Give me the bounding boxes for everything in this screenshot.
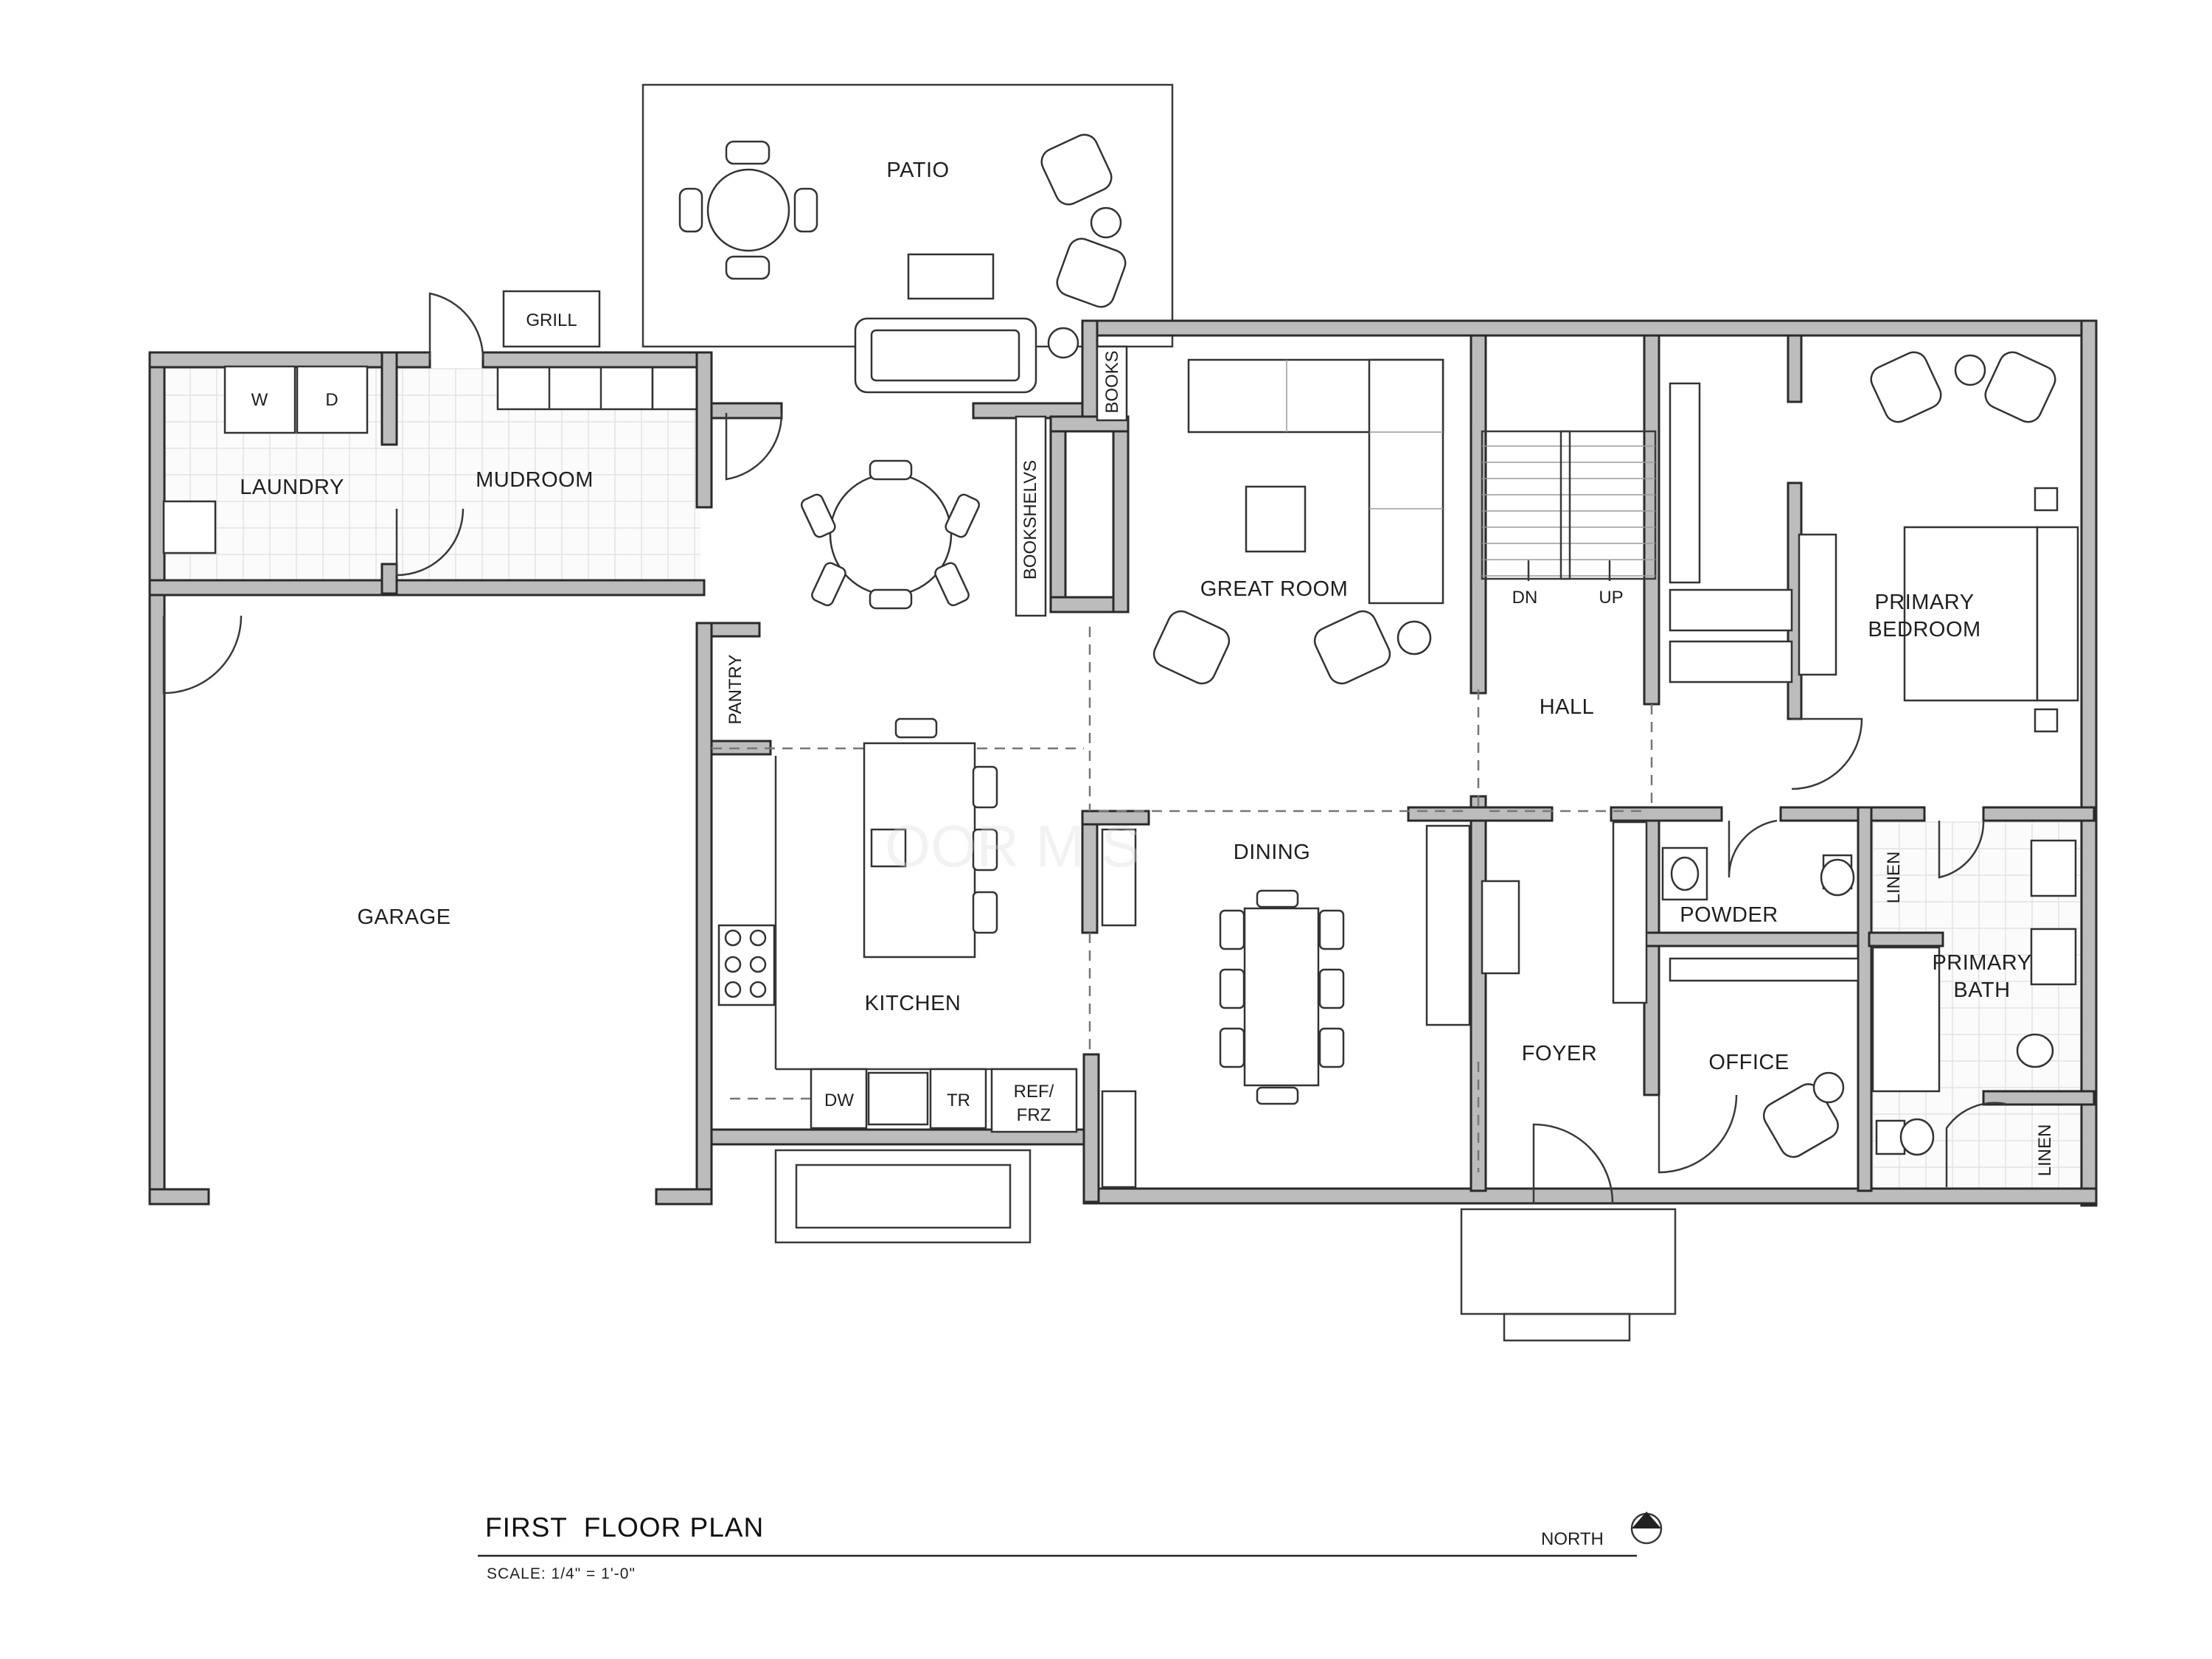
label-primary-bedroom-1: PRIMARY — [1874, 591, 1974, 614]
label-pantry: PANTRY — [726, 654, 745, 724]
label-up: UP — [1599, 588, 1623, 608]
label-laundry: LAUNDRY — [240, 476, 344, 499]
dining-chair — [1318, 909, 1345, 950]
breakfast-table — [800, 459, 981, 610]
label-primary-bedroom-2: BEDROOM — [1868, 618, 1980, 641]
label-dining: DINING — [1234, 841, 1311, 864]
hall-stair — [1481, 430, 1657, 581]
bath-fixtures — [1661, 839, 2077, 1156]
label-kitchen: KITCHEN — [865, 992, 961, 1015]
label-bookshelves: BOOKSHELVS — [1020, 460, 1040, 580]
label-ref-1: REF/ — [1014, 1082, 1054, 1102]
grill-counter — [496, 290, 698, 411]
label-office: OFFICE — [1708, 1051, 1789, 1074]
plan-scale: SCALE: 1/4" = 1'-0" — [487, 1565, 636, 1582]
label-great-room: GREAT ROOM — [1200, 577, 1349, 601]
label-tr: TR — [947, 1091, 970, 1110]
porches — [774, 1149, 1677, 1342]
exterior-walls — [148, 319, 2098, 1207]
dining-chair — [1318, 1027, 1345, 1068]
patio-area — [641, 83, 1174, 394]
label-primary-bath-1: PRIMARY — [1932, 951, 2031, 975]
watermark: OOR M S — [885, 813, 1141, 879]
dining-chair — [1318, 968, 1345, 1009]
label-dryer: D — [325, 390, 338, 410]
label-garage: GARAGE — [357, 905, 451, 929]
office-furniture — [1669, 957, 1860, 1158]
label-books: BOOKS — [1102, 350, 1122, 413]
foyer-furniture — [1101, 821, 1648, 1189]
bedroom-furniture — [1798, 351, 2079, 733]
plan-title: FIRST FLOOR PLAN — [485, 1512, 764, 1543]
dining-table — [1219, 889, 1345, 1105]
label-washer: W — [251, 390, 268, 410]
label-ref-2: FRZ — [1017, 1105, 1051, 1125]
north-arrow-icon — [1630, 1512, 1663, 1545]
dining-chair — [1219, 1027, 1245, 1068]
laundry-appliances — [162, 365, 369, 554]
dining-chair — [1219, 909, 1245, 950]
great-room-furniture — [1152, 358, 1444, 685]
north-label: NORTH — [1541, 1529, 1604, 1549]
label-mudroom: MUDROOM — [476, 468, 594, 492]
label-powder: POWDER — [1680, 903, 1778, 927]
label-linen-1: LINEN — [1884, 852, 1904, 904]
room-labels: PATIO GRILL W D LAUNDRY MUDROOM GREAT RO… — [240, 159, 2055, 1176]
label-grill: GRILL — [526, 310, 577, 330]
dining-chair — [1219, 968, 1245, 1009]
label-primary-bath-2: BATH — [1953, 978, 2010, 1002]
label-dn: DN — [1512, 588, 1538, 608]
hall-closet — [1669, 382, 1793, 684]
label-foyer: FOYER — [1522, 1042, 1597, 1065]
label-patio: PATIO — [886, 159, 949, 182]
label-linen-2: LINEN — [2035, 1124, 2055, 1177]
bookshelves — [1015, 345, 1128, 617]
title-block: FIRST FLOOR PLAN SCALE: 1/4" = 1'-0" NOR… — [478, 1512, 1663, 1582]
door-swings — [162, 292, 2006, 1204]
label-dw: DW — [824, 1091, 854, 1110]
kitchen-island — [717, 717, 1078, 1133]
label-hall: HALL — [1540, 695, 1595, 719]
